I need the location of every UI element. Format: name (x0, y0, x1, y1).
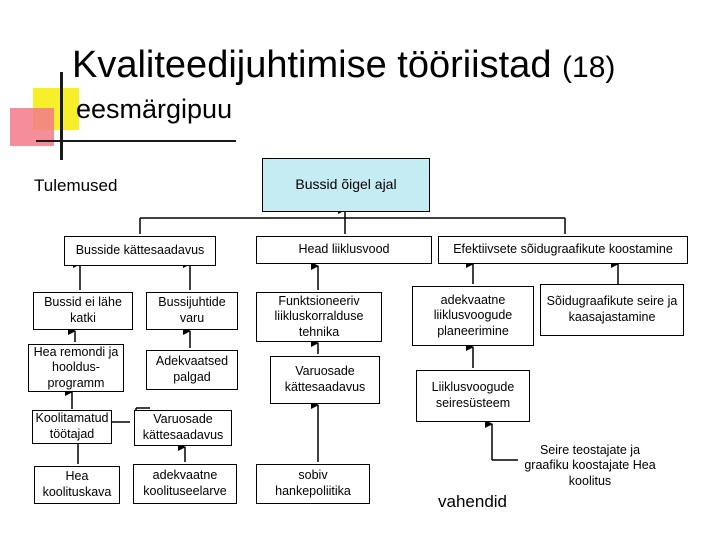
decor-red-square (10, 108, 54, 146)
goal-root: Bussid õigel ajal (262, 158, 430, 212)
node-availability: Busside kättesaadavus (64, 236, 216, 266)
slide-subtitle: eesmärgipuu (76, 94, 233, 124)
node-traffic-control: Funktsioneeriv liikluskorralduse tehnika (256, 292, 382, 342)
node-untrained: Koolitamatud töötajad (32, 410, 112, 444)
node-good-training: Hea koolituskava (34, 466, 120, 504)
slide-number: (18) (562, 51, 616, 84)
node-schedule: Efektiivsete sõidugraafikute koostamine (438, 236, 688, 264)
node-traffic: Head liiklusvood (256, 236, 432, 264)
decor-vertical-line (60, 72, 63, 160)
slide-title: Kvaliteedijuhtimise tööriistad (18) (72, 44, 615, 87)
node-adequate-pay: Adekvaatsed palgad (146, 350, 238, 390)
node-spare-parts-a: Varuosade kättesaadavus (134, 410, 232, 446)
node-flow-planning: adekvaatne liiklusvoogude planeerimine (412, 286, 534, 346)
decor-horizontal-line (36, 140, 236, 142)
results-label: Tulemused (34, 176, 118, 195)
node-monitoring: Liiklusvoogude seiresüsteem (416, 370, 530, 422)
node-good-repair: Hea remondi ja hooldus-programm (28, 344, 124, 392)
node-schedule-monitoring: Sõidugraafikute seire ja kaasajastamine (540, 284, 684, 336)
node-procurement: sobiv hankepoliitika (256, 464, 370, 504)
means-label: vahendid (438, 492, 508, 511)
node-no-breakdown: Bussid ei lähe katki (33, 292, 133, 330)
slide-title-text: Kvaliteedijuhtimise tööriistad (72, 44, 552, 86)
node-monitor-staff: Seire teostajate ja graafiku koostajate … (520, 438, 660, 494)
node-training-budget: adekvaatne koolituseelarve (133, 464, 237, 504)
node-spare-parts-b: Varuosade kättesaadavus (270, 356, 380, 404)
node-drivers-ready: Bussijuhtide varu (146, 292, 238, 330)
